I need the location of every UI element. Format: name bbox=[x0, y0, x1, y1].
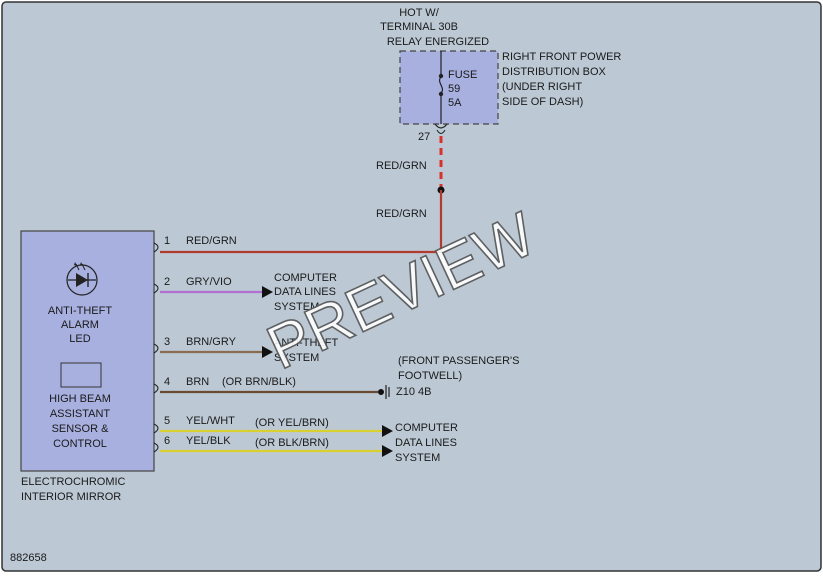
ground-location-1: (FRONT PASSENGER'S bbox=[398, 355, 520, 367]
circuit-4-alt: (OR BRN/BLK) bbox=[222, 376, 296, 388]
sensor-icon bbox=[60, 362, 102, 388]
anti-theft-system-1: ANTI-THEFT bbox=[274, 337, 338, 349]
circuit-2-pin: 2 bbox=[164, 276, 170, 288]
pin-3-connector bbox=[153, 343, 159, 354]
distribution-box-label-4: SIDE OF DASH) bbox=[502, 96, 583, 108]
distribution-box-label-2: DISTRIBUTION BOX bbox=[502, 66, 607, 78]
electrochromic-mirror bbox=[20, 230, 155, 472]
circuit-5-color: YEL/WHT bbox=[186, 415, 235, 427]
sensor-label-2: ASSISTANT bbox=[50, 408, 111, 420]
pin-1-connector bbox=[153, 242, 159, 253]
circuit-4-color: BRN bbox=[186, 376, 209, 388]
computer-data-upper-1: COMPUTER bbox=[274, 272, 337, 284]
circuit-3-color: BRN/GRY bbox=[186, 336, 237, 348]
circuit-5-alt: (OR YEL/BRN) bbox=[255, 417, 329, 429]
ground-id: Z10 4B bbox=[396, 386, 431, 398]
distribution-box-label-1: RIGHT FRONT POWER bbox=[502, 51, 621, 63]
circuit-6-color: YEL/BLK bbox=[186, 435, 231, 447]
fuse-icon bbox=[438, 51, 444, 124]
circuit-3-pin: 3 bbox=[164, 336, 170, 348]
led-label-2: ALARM bbox=[61, 319, 99, 331]
pin-4-connector bbox=[153, 383, 159, 394]
arrow-circuit-5 bbox=[382, 425, 393, 437]
power-distribution-box bbox=[399, 50, 499, 125]
power-source-line-1: HOT W/ bbox=[399, 7, 439, 19]
wire-label-lower: RED/GRN bbox=[376, 208, 427, 220]
circuit-6-pin: 6 bbox=[164, 435, 170, 447]
mirror-name-1: ELECTROCHROMIC bbox=[21, 476, 126, 488]
led-label-3: LED bbox=[69, 333, 90, 345]
circuit-2-color: GRY/VIO bbox=[186, 276, 232, 288]
arrow-circuit-3 bbox=[262, 346, 273, 358]
circuit-4-pin: 4 bbox=[164, 376, 170, 388]
fuse-number: 59 bbox=[448, 83, 460, 95]
circuit-6-alt: (OR BLK/BRN) bbox=[255, 437, 329, 449]
connector-pin-27: 27 bbox=[418, 131, 430, 143]
ground-icon bbox=[378, 385, 390, 399]
anti-theft-system-2: SYSTEM bbox=[274, 352, 319, 364]
arrow-circuit-6 bbox=[382, 445, 393, 457]
fuse-amperage: 5A bbox=[448, 97, 462, 109]
circuit-1-pin: 1 bbox=[164, 235, 170, 247]
power-source-line-3: RELAY ENERGIZED bbox=[387, 36, 489, 48]
arrow-circuit-2 bbox=[262, 286, 273, 298]
fuse-label: FUSE bbox=[448, 69, 477, 81]
power-source-line-2: TERMINAL 30B bbox=[380, 21, 458, 33]
sensor-label-4: CONTROL bbox=[53, 438, 107, 450]
computer-data-lower-2: DATA LINES bbox=[395, 437, 457, 449]
computer-data-lower-1: COMPUTER bbox=[395, 422, 458, 434]
connector-symbol-inner bbox=[436, 129, 446, 134]
computer-data-lower-3: SYSTEM bbox=[395, 452, 440, 464]
pin-5-connector bbox=[153, 423, 159, 434]
computer-data-upper-2: DATA LINES bbox=[274, 286, 336, 298]
mirror-name-2: INTERIOR MIRROR bbox=[21, 491, 121, 503]
circuit-1-color: RED/GRN bbox=[186, 235, 237, 247]
led-diode-icon bbox=[66, 262, 98, 296]
sensor-label-1: HIGH BEAM bbox=[49, 393, 111, 405]
sensor-label-3: SENSOR & bbox=[52, 423, 110, 435]
ground-location-2: FOOTWELL) bbox=[398, 370, 462, 382]
computer-data-upper-3: SYSTEM bbox=[274, 301, 319, 313]
connector-symbol bbox=[434, 123, 448, 129]
distribution-box-label-3: (UNDER RIGHT bbox=[502, 81, 582, 93]
figure-id: 882658 bbox=[10, 552, 47, 564]
wire-label-upper: RED/GRN bbox=[376, 160, 427, 172]
circuit-5-pin: 5 bbox=[164, 415, 170, 427]
led-label-1: ANTI-THEFT bbox=[48, 305, 112, 317]
pin-6-connector bbox=[153, 442, 159, 453]
pin-2-connector bbox=[153, 283, 159, 294]
